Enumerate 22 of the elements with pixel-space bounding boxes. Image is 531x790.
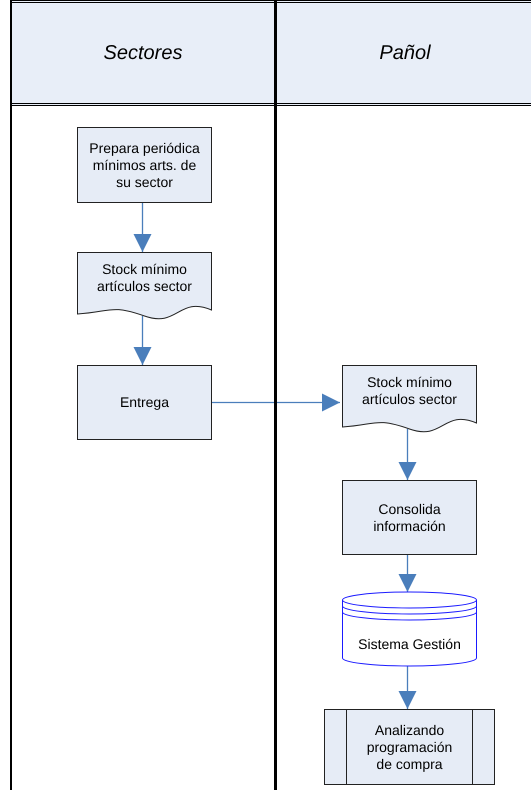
node-text: Prepara periódica mínimos arts. de su sector [88,140,201,190]
arrow [398,555,416,592]
database-cylinder [342,592,477,666]
arrow [398,666,416,709]
lane-header: Pañol [379,42,431,64]
lane-header: Sectores [104,42,182,64]
arrow [210,394,340,412]
arrow [134,316,152,365]
node-text: Stock mínimo artículos sector [96,261,193,295]
arrow [134,203,152,252]
swimlane [10,0,276,790]
node-text: Analizando programación de compra [366,722,454,772]
node-text: Consolida información [372,500,447,534]
predefined-process-box [324,709,495,785]
node-text: Entrega [118,394,170,411]
process-box [342,480,477,555]
process-box [77,127,212,203]
node-text: Sistema Gestión [357,636,462,652]
process-box [77,365,212,440]
node-text: Stock mínimo artículos sector [361,374,458,408]
swimlane [275,0,531,790]
arrow [398,429,416,480]
